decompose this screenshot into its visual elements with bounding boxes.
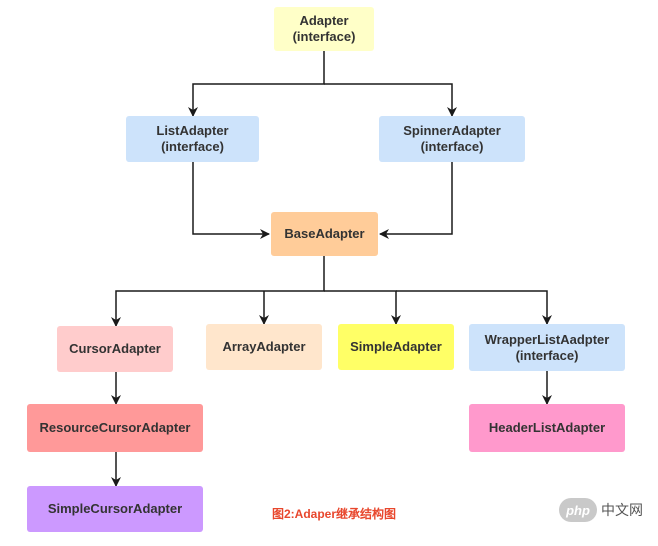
watermark: php 中文网 <box>559 498 643 522</box>
node-base-adapter: BaseAdapter <box>271 212 378 256</box>
node-adapter: Adapter (interface) <box>274 7 374 51</box>
node-resource-cursor-adapter-name: ResourceCursorAdapter <box>39 420 191 435</box>
node-array-adapter: ArrayAdapter <box>206 324 322 370</box>
node-simple-adapter-name: SimpleAdapter <box>350 339 442 354</box>
node-cursor-adapter-name: CursorAdapter <box>69 341 161 356</box>
node-base-adapter-name: BaseAdapter <box>284 226 365 241</box>
figure-caption: 图2:Adaper继承结构图 <box>272 507 397 521</box>
node-list-adapter-name: ListAdapter <box>156 123 229 138</box>
node-header-list-adapter-name: HeaderListAdapter <box>488 420 606 435</box>
edge-adapter-to-spinner-adapter <box>324 83 457 117</box>
node-cursor-adapter: CursorAdapter <box>57 326 173 372</box>
edge-base-adapter-to-simple-adapter <box>324 290 401 325</box>
node-wrapper-list-adapter-name: WrapperListAadpter <box>484 331 610 347</box>
watermark-text: 中文网 <box>601 502 643 518</box>
node-list-adapter: ListAdapter (interface) <box>126 116 259 162</box>
node-array-adapter-name: ArrayAdapter <box>222 339 306 354</box>
php-logo: php <box>559 498 597 522</box>
edge-spinner-adapter-to-base-adapter <box>379 162 453 239</box>
node-simple-cursor-adapter: SimpleCursorAdapter <box>27 486 203 532</box>
node-wrapper-list-adapter: WrapperListAadpter (interface) <box>469 324 625 371</box>
edge-base-adapter-to-cursor-adapter <box>111 256 325 327</box>
edge-list-adapter-to-base-adapter <box>192 162 270 239</box>
node-simple-cursor-adapter-name: SimpleCursorAdapter <box>47 501 183 516</box>
node-simple-adapter: SimpleAdapter <box>338 324 454 370</box>
node-list-adapter-kind: (interface) <box>161 139 224 154</box>
node-spinner-adapter: SpinnerAdapter (interface) <box>379 116 525 162</box>
node-adapter-kind: (interface) <box>292 29 356 44</box>
node-adapter-name: Adapter <box>299 13 349 28</box>
node-wrapper-list-adapter-kind: (interface) <box>515 347 579 363</box>
node-spinner-adapter-name: SpinnerAdapter <box>403 123 501 138</box>
node-spinner-adapter-kind: (interface) <box>420 139 484 154</box>
edge-adapter-to-list-adapter <box>188 51 325 117</box>
node-resource-cursor-adapter: ResourceCursorAdapter <box>27 404 203 452</box>
edge-base-adapter-to-wrapper-list-adapter <box>396 290 552 325</box>
node-header-list-adapter: HeaderListAdapter <box>469 404 625 452</box>
